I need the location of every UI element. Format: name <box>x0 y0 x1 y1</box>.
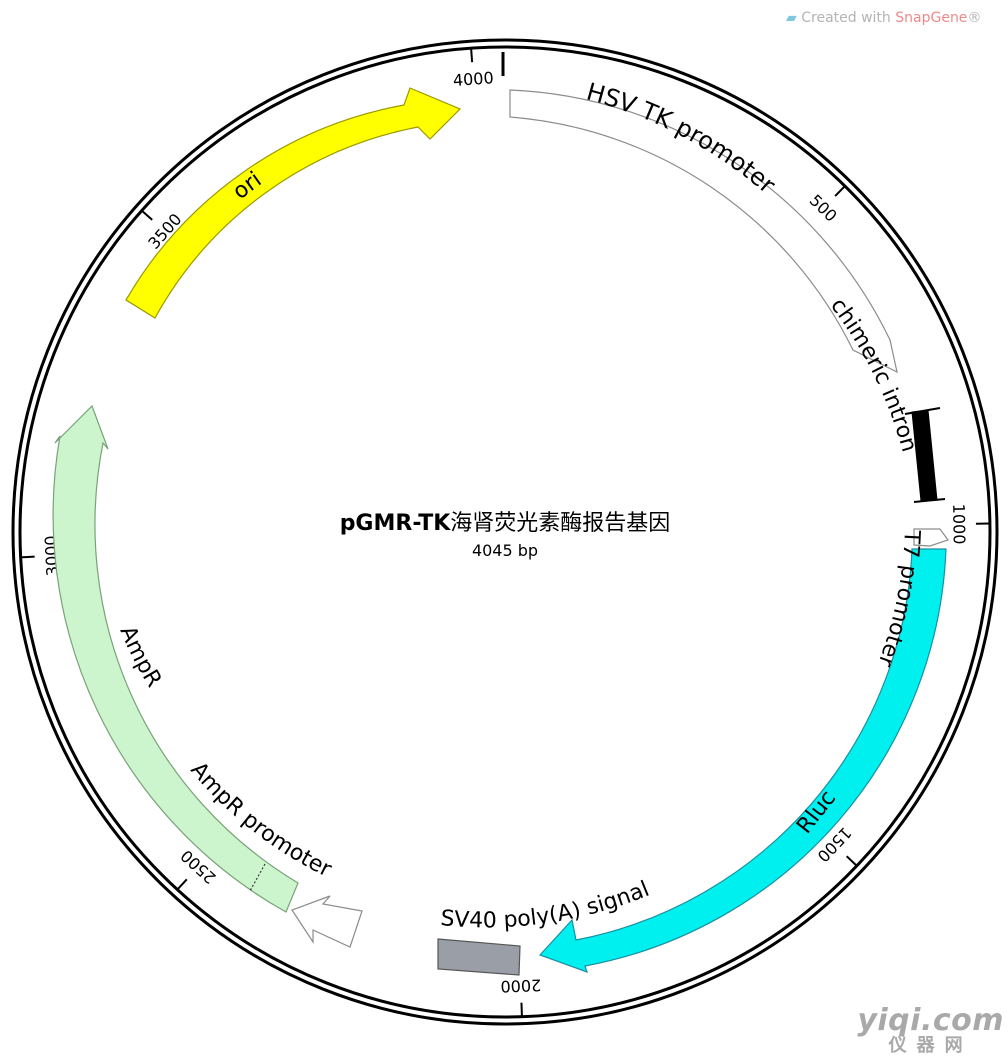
tick-3500 <box>141 209 153 221</box>
feature-arrows <box>52 87 949 976</box>
tick-label-4000: 4000 <box>452 68 494 90</box>
label-sv40-polya: SV40 poly(A) signal <box>439 877 652 934</box>
feature-hsv-tk-promoter <box>509 89 898 374</box>
watermark-domain: yiqi.com <box>857 1003 1004 1038</box>
watermark-site-name: 仪器网 <box>888 1035 973 1056</box>
svg-text:SV40 poly(A) signal: SV40 poly(A) signal <box>439 877 652 934</box>
plasmid-size: 4045 bp <box>472 541 538 560</box>
feature-rluc <box>538 548 947 973</box>
chimeric-intron-cap-bottom <box>913 498 946 503</box>
watermark: yiqi.com 仪器网 <box>857 1006 1004 1056</box>
feature-chimeric-intron <box>911 409 938 502</box>
backbone-outer-ring <box>11 38 999 1026</box>
ampr-promoter-boundary <box>249 863 266 892</box>
feature-ampr-promoter <box>291 895 363 948</box>
credit-suffix: ® <box>967 10 982 26</box>
credit-prefix: Created with <box>801 10 896 26</box>
snapgene-logo-icon: ▰ <box>786 10 797 26</box>
tick-2500 <box>176 878 188 891</box>
plasmid-title-latin: pGMR-TK <box>340 511 452 536</box>
backbone-inner-ring <box>18 45 992 1019</box>
credit-brand: SnapGene <box>895 10 968 26</box>
plasmid-title-cjk: 海肾荧光素酶报告基因 <box>450 511 670 536</box>
feature-ori <box>125 87 462 319</box>
plasmid-title: pGMR-TK海肾荧光素酶报告基因 <box>340 511 671 536</box>
tick-1500 <box>845 855 858 867</box>
tick-label-1000: 1000 <box>949 504 969 545</box>
tick-500 <box>834 185 846 197</box>
feature-t7-promoter <box>913 528 949 547</box>
chimeric-intron-cap-top <box>904 407 941 415</box>
feature-ampr <box>52 404 299 913</box>
tick-label-2000: 2000 <box>500 976 541 996</box>
snapgene-credit: ▰ Created with SnapGene® <box>786 10 981 26</box>
tick-3000 <box>20 555 35 559</box>
tick-4000 <box>470 48 474 63</box>
feature-sv40-polya <box>437 938 521 976</box>
